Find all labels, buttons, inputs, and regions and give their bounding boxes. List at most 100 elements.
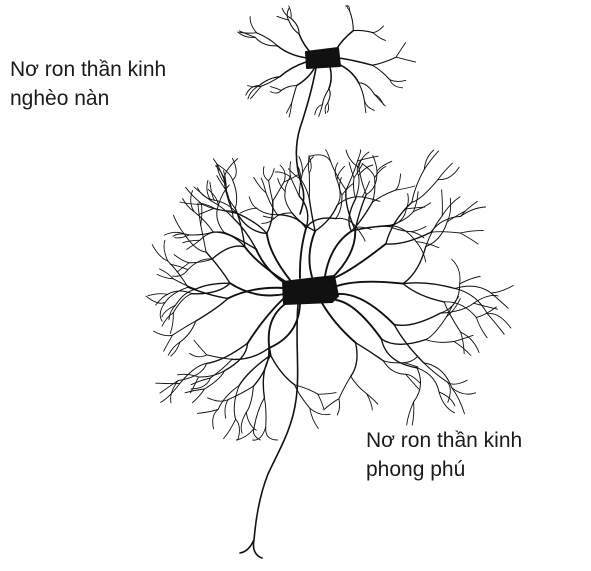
dendrite-branch xyxy=(426,340,454,343)
dendrite-branch xyxy=(403,284,444,302)
dendrite-branch xyxy=(185,389,204,393)
dendrite-branch xyxy=(239,31,255,37)
dendrite-branch xyxy=(207,343,248,363)
dendrite-branch xyxy=(187,240,200,249)
dendrite-branch xyxy=(234,386,239,420)
dendrite-branch xyxy=(461,332,465,353)
dendrite-branch xyxy=(346,150,359,168)
dendrite-branch xyxy=(310,155,331,162)
dendrite-branch xyxy=(186,187,203,204)
poor-neuron-label-line-2: nghèo nàn xyxy=(10,84,166,113)
dendrite-branch xyxy=(358,150,361,161)
dendrite-branch xyxy=(199,208,214,214)
dendrite-branch xyxy=(372,190,395,202)
dendrite-branch xyxy=(240,208,257,213)
rich-neuron-label-line-2: phong phú xyxy=(366,455,522,484)
dendrite-branch xyxy=(339,376,351,399)
dendrite-branch xyxy=(339,58,372,65)
dendrite-branch xyxy=(406,374,420,383)
dendrite-branch xyxy=(356,175,359,198)
poor-neuron-soma xyxy=(306,48,340,68)
dendrite-branch xyxy=(310,408,330,414)
dendrite-branch xyxy=(248,86,259,100)
dendrite-branch xyxy=(194,212,213,232)
dendrite-branch xyxy=(431,216,461,232)
dendrite-branch xyxy=(212,246,245,259)
dendrite-branch xyxy=(318,394,324,409)
dendrite-branch xyxy=(168,261,188,287)
dendrite-branch xyxy=(431,232,460,233)
dendrite-branch xyxy=(442,190,443,216)
dendrite-branch xyxy=(394,313,440,325)
dendrite-branch xyxy=(318,393,336,395)
dendrite-branch xyxy=(403,283,455,289)
dendrite-branch xyxy=(390,80,406,82)
dendrite-branch xyxy=(190,353,207,356)
dendrite-branch xyxy=(426,317,447,340)
dendrite-branch xyxy=(191,378,210,385)
dendrite-branch xyxy=(281,86,297,91)
dendrite-branch xyxy=(476,317,487,337)
dendrite-branch xyxy=(173,279,196,289)
dendrite-branch xyxy=(285,176,291,192)
dendrite-branch xyxy=(273,182,284,201)
dendrite-branch xyxy=(160,303,165,322)
dendrite-branch xyxy=(454,342,471,356)
dendrite-branch xyxy=(322,303,356,343)
dendrite-branch xyxy=(329,67,331,89)
poor-neuron xyxy=(238,6,416,214)
dendrite-branch xyxy=(396,43,406,58)
dendrite-branch xyxy=(263,355,270,398)
dendrite-branch xyxy=(372,65,390,80)
dendrite-branch xyxy=(241,412,246,433)
dendrite-branch xyxy=(292,86,297,103)
dendrite-branch xyxy=(324,399,339,410)
dendrite-branch xyxy=(447,299,461,317)
dendrite-branch xyxy=(338,64,359,83)
dendrite-branch xyxy=(270,87,281,91)
dendrite-branch xyxy=(160,269,174,279)
dendrite-branch xyxy=(300,228,306,278)
dendrite-branch xyxy=(366,171,377,194)
dendrite-branch xyxy=(287,8,289,20)
dendrite-branch xyxy=(337,197,362,206)
dendrite-branch xyxy=(396,174,401,190)
dendrite-branch xyxy=(309,231,315,277)
dendrite-branch xyxy=(412,179,438,202)
dendrite-branch xyxy=(367,394,378,404)
dendrite-branch xyxy=(264,398,266,428)
dendrite-branch xyxy=(277,16,289,20)
dendrite-branch xyxy=(148,294,167,296)
dendrite-branch xyxy=(277,215,306,229)
dendrite-branch xyxy=(173,270,188,277)
dendrite-branch xyxy=(239,355,270,385)
dendrite-branch xyxy=(373,155,377,171)
dendrite-branch xyxy=(336,31,353,50)
rich-neuron-label: Nơ ron thần kinh phong phú xyxy=(366,426,522,484)
dendrite-branch xyxy=(146,296,165,303)
dendrite-branch xyxy=(309,199,315,232)
dendrite-branch xyxy=(196,298,228,321)
dendrite-branch xyxy=(290,177,299,196)
dendrite-branch xyxy=(224,343,247,371)
dendrite-branch xyxy=(236,419,240,440)
dendrite-branch xyxy=(337,282,403,286)
dendrite-branch xyxy=(178,363,207,380)
dendrite-branch xyxy=(291,18,299,34)
dendrite-branch xyxy=(362,164,375,178)
dendrite-branch xyxy=(271,355,295,385)
dendrite-branch xyxy=(383,361,404,363)
dendrite-branch xyxy=(255,37,277,46)
dendrite-branch xyxy=(411,226,426,231)
dendrite-branch xyxy=(438,167,459,179)
dendrite-branch xyxy=(353,30,373,32)
dendrite-branch xyxy=(327,103,328,112)
dendrite-branch xyxy=(201,204,202,225)
dendrite-branch xyxy=(164,241,168,262)
dendrite-branch xyxy=(364,101,374,111)
dendrite-branch xyxy=(204,371,224,389)
dendrite-branch xyxy=(337,399,339,415)
dendrite-branch xyxy=(229,386,254,399)
dendrite-branch xyxy=(183,199,195,212)
dendrite-branch xyxy=(375,95,386,106)
